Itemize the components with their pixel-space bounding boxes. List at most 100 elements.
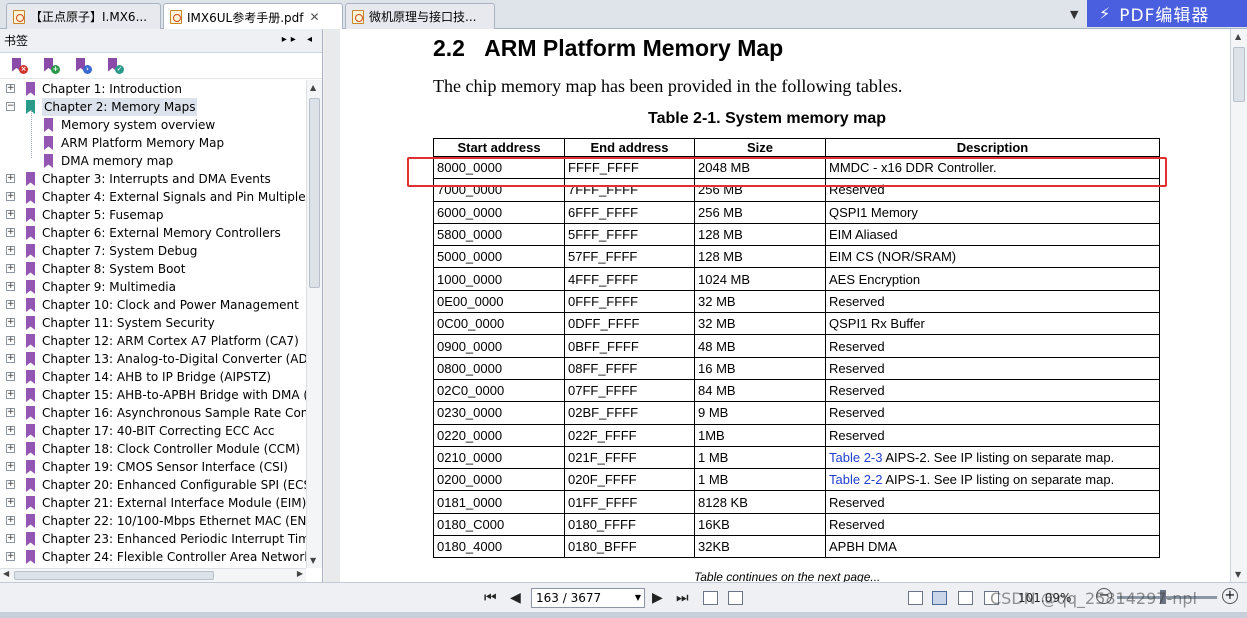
bookmark-item[interactable]: +Chapter 4: External Signals and Pin Mul…	[0, 188, 306, 206]
expand-node-icon[interactable]: +	[6, 263, 15, 273]
scroll-down-icon[interactable]: ▼	[1235, 570, 1242, 579]
bookmark-item[interactable]: +Chapter 1: Introduction	[0, 80, 306, 98]
bookmark-item[interactable]: −Chapter 2: Memory Maps	[0, 98, 306, 116]
zoom-in-icon[interactable]: +	[1222, 588, 1238, 604]
first-page-icon[interactable]: ⏮	[484, 590, 497, 606]
expand-node-icon[interactable]: +	[6, 209, 15, 219]
pdf-editor-button[interactable]: ⚡ PDF编辑器	[1087, 0, 1247, 27]
collapse-node-icon[interactable]: −	[6, 101, 15, 111]
next-page-icon[interactable]: ▶	[652, 590, 663, 606]
expand-node-icon[interactable]: +	[6, 353, 15, 363]
bookmark-item[interactable]: ARM Platform Memory Map	[0, 134, 306, 152]
tab-list-dropdown-icon[interactable]: ▼	[1070, 8, 1079, 21]
scroll-down-icon[interactable]: ▼	[310, 556, 317, 565]
close-icon[interactable]: ✕	[309, 10, 320, 24]
expand-node-icon[interactable]: +	[6, 551, 15, 561]
bookmark-item[interactable]: +Chapter 3: Interrupts and DMA Events	[0, 170, 306, 188]
scrollbar-thumb[interactable]	[309, 98, 320, 288]
add-bookmark-icon[interactable]: +	[42, 57, 60, 74]
bookmark-item[interactable]: +Chapter 9: Multimedia	[0, 278, 306, 296]
chevron-down-icon[interactable]: ▼	[634, 593, 641, 602]
bookmark-icon	[26, 442, 35, 456]
scroll-right-icon[interactable]: ▶	[296, 569, 303, 578]
pane-collapse-buttons[interactable]: ▸▸ ◂	[281, 34, 316, 45]
bookmark-item[interactable]: +Chapter 6: External Memory Controllers	[0, 224, 306, 242]
expand-bookmark-icon[interactable]: ✓	[106, 57, 124, 74]
scrollbar-thumb[interactable]	[1233, 47, 1245, 102]
scrollbar-thumb[interactable]	[14, 571, 214, 580]
expand-node-icon[interactable]: +	[6, 227, 15, 237]
single-page-view-icon[interactable]	[908, 591, 923, 605]
expand-node-icon[interactable]: +	[6, 173, 15, 183]
expand-node-icon[interactable]: +	[6, 515, 15, 525]
expand-node-icon[interactable]: +	[6, 407, 15, 417]
tab-document-2[interactable]: IMX6UL参考手册.pdf ✕	[163, 3, 343, 30]
lightning-icon: ⚡	[1099, 4, 1112, 23]
go-back-icon[interactable]	[703, 591, 718, 605]
bookmark-item[interactable]: Memory system overview	[0, 116, 306, 134]
bookmark-item[interactable]: +Chapter 17: 40-BIT Correcting ECC Acc	[0, 422, 306, 440]
expand-node-icon[interactable]: +	[6, 479, 15, 489]
bookmark-horizontal-scrollbar[interactable]: ◀ ▶	[0, 568, 306, 582]
expand-node-icon[interactable]: +	[6, 425, 15, 435]
expand-node-icon[interactable]: +	[6, 335, 15, 345]
bookmark-item[interactable]: +Chapter 15: AHB-to-APBH Bridge with DMA…	[0, 386, 306, 404]
scroll-up-icon[interactable]: ▲	[1235, 32, 1242, 41]
document-vertical-scrollbar[interactable]: ▲ ▼	[1230, 29, 1247, 582]
bookmark-item[interactable]: +Chapter 23: Enhanced Periodic Interrupt…	[0, 530, 306, 548]
bookmark-item[interactable]: DMA memory map	[0, 152, 306, 170]
bookmark-item[interactable]: +Chapter 13: Analog-to-Digital Converter…	[0, 350, 306, 368]
bookmark-item[interactable]: +Chapter 12: ARM Cortex A7 Platform (CA7…	[0, 332, 306, 350]
bookmark-icon	[26, 532, 35, 546]
bookmark-item[interactable]: +Chapter 18: Clock Controller Module (CC…	[0, 440, 306, 458]
tab-document-1[interactable]: 【正点原子】I.MX6...	[6, 3, 161, 29]
bookmark-item[interactable]: +Chapter 20: Enhanced Configurable SPI (…	[0, 476, 306, 494]
bookmark-item[interactable]: +Chapter 8: System Boot	[0, 260, 306, 278]
expand-node-icon[interactable]: +	[6, 461, 15, 471]
bookmark-vertical-scrollbar[interactable]: ▲ ▼	[306, 80, 322, 568]
zoom-slider-handle[interactable]	[1160, 590, 1166, 604]
zoom-slider[interactable]	[1117, 596, 1217, 599]
bookmark-item[interactable]: +Chapter 5: Fusemap	[0, 206, 306, 224]
expand-node-icon[interactable]: +	[6, 533, 15, 543]
table-reference-link[interactable]: Table 2-3	[829, 450, 883, 465]
delete-bookmark-icon[interactable]: ×	[10, 57, 28, 74]
expand-node-icon[interactable]: +	[6, 443, 15, 453]
last-page-icon[interactable]: ⏭	[676, 590, 689, 606]
bookmark-item[interactable]: +Chapter 22: 10/100-Mbps Ethernet MAC (E…	[0, 512, 306, 530]
continuous-facing-view-icon[interactable]	[984, 591, 999, 605]
expand-node-icon[interactable]: +	[6, 245, 15, 255]
expand-node-icon[interactable]: +	[6, 191, 15, 201]
tab-document-3[interactable]: 微机原理与接口技...	[345, 3, 495, 29]
scroll-left-icon[interactable]: ◀	[3, 569, 10, 578]
document-viewport[interactable]: 2.2 ARM Platform Memory Map The chip mem…	[324, 29, 1230, 582]
previous-page-icon[interactable]: ◀	[510, 590, 521, 606]
expand-node-icon[interactable]: +	[6, 317, 15, 327]
zoom-level[interactable]: 101.09%	[1018, 591, 1072, 605]
bookmark-item[interactable]: +Chapter 16: Asynchronous Sample Rate Co…	[0, 404, 306, 422]
bookmark-item[interactable]: +Chapter 14: AHB to IP Bridge (AIPSTZ)	[0, 368, 306, 386]
expand-node-icon[interactable]: +	[6, 389, 15, 399]
expand-node-icon[interactable]: +	[6, 299, 15, 309]
go-forward-icon[interactable]	[728, 591, 743, 605]
facing-view-icon[interactable]	[958, 591, 973, 605]
bookmark-item[interactable]: +Chapter 21: External Interface Module (…	[0, 494, 306, 512]
bookmark-icon	[26, 334, 35, 348]
expand-node-icon[interactable]: +	[6, 83, 15, 93]
bookmark-item[interactable]: +Chapter 7: System Debug	[0, 242, 306, 260]
scroll-up-icon[interactable]: ▲	[310, 83, 317, 92]
expand-node-icon[interactable]: +	[6, 281, 15, 291]
move-bookmark-icon[interactable]: ›	[74, 57, 92, 74]
start-address-cell: 0200_0000	[433, 468, 565, 492]
page-number-field[interactable]: 163 / 3677 ▼	[531, 588, 645, 608]
bookmark-item[interactable]: +Chapter 10: Clock and Power Management	[0, 296, 306, 314]
zoom-out-icon[interactable]: −	[1096, 588, 1112, 604]
bookmark-item[interactable]: +Chapter 24: Flexible Controller Area Ne…	[0, 548, 306, 566]
expand-node-icon[interactable]: +	[6, 497, 15, 507]
bookmark-item[interactable]: +Chapter 11: System Security	[0, 314, 306, 332]
bookmark-item[interactable]: +Chapter 19: CMOS Sensor Interface (CSI)	[0, 458, 306, 476]
table-reference-link[interactable]: Table 2-2	[829, 472, 883, 488]
expand-node-icon[interactable]: +	[6, 371, 15, 381]
continuous-view-icon[interactable]	[932, 591, 947, 605]
